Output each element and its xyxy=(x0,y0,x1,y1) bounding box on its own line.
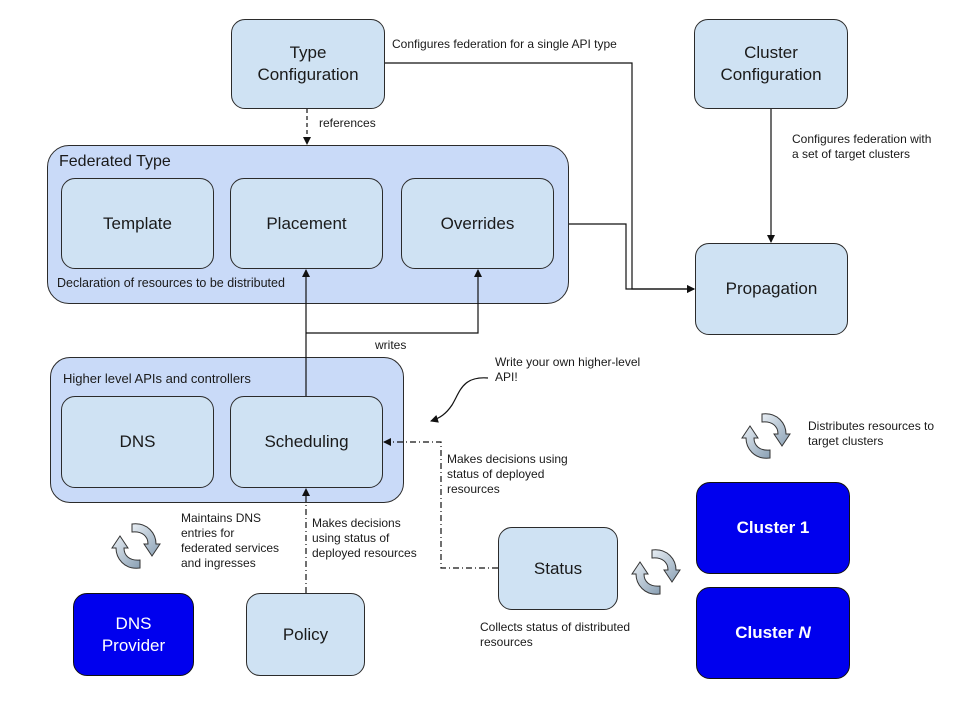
policy-node[interactable]: Policy xyxy=(246,593,365,676)
overrides-label: Overrides xyxy=(440,213,515,233)
federated-type-title: Federated Type xyxy=(59,153,171,170)
status-label: Status xyxy=(533,558,583,578)
template-node[interactable]: Template xyxy=(61,178,214,269)
template-label: Template xyxy=(103,213,172,233)
cluster-1-node[interactable]: Cluster 1 xyxy=(696,482,850,574)
scheduling-node[interactable]: Scheduling xyxy=(230,396,383,488)
dns-provider-node[interactable]: DNS Provider xyxy=(73,593,194,676)
propagation-label: Propagation xyxy=(725,279,818,298)
dns-entries-note: Maintains DNS entries for federated serv… xyxy=(181,511,280,570)
cluster-n-node[interactable]: Cluster N xyxy=(696,587,850,679)
status-decisions-note: Makes decisions using status of deployed… xyxy=(447,452,568,496)
dns-provider-label: DNS Provider xyxy=(101,613,166,655)
cluster-1-label: Cluster 1 xyxy=(736,518,810,537)
policy-decisions-note: Makes decisions using status of deployed… xyxy=(312,516,417,560)
overrides-node[interactable]: Overrides xyxy=(401,178,554,269)
placement-node[interactable]: Placement xyxy=(230,178,383,269)
type-config-note: Configures federation for a single API t… xyxy=(392,37,617,51)
federated-type-caption: Declaration of resources to be distribut… xyxy=(57,276,285,290)
writes-note: writes xyxy=(375,338,407,352)
write-your-own-note: Write your own higher-level API! xyxy=(495,355,641,384)
cluster-configuration-label: Cluster Configuration xyxy=(720,43,822,84)
policy-label: Policy xyxy=(282,624,329,644)
type-configuration-node[interactable]: Type Configuration xyxy=(231,19,385,109)
dns-label: DNS xyxy=(119,432,156,451)
cluster-n-suffix: N xyxy=(798,623,811,642)
cluster-n-label: Cluster N xyxy=(735,622,811,644)
federated-type-to-propagation-line xyxy=(569,223,695,293)
placement-label: Placement xyxy=(266,213,347,233)
sync-cycle-icon xyxy=(631,549,681,595)
references-note: references xyxy=(319,116,376,130)
collects-status-note: Collects status of distributed resources xyxy=(480,620,631,649)
status-node[interactable]: Status xyxy=(498,527,618,610)
distributes-note: Distributes resources to target clusters xyxy=(808,419,935,448)
sync-cycle-icon xyxy=(741,413,791,459)
sync-cycle-icon xyxy=(111,523,161,569)
cluster-config-note: Configures federation with a set of targ… xyxy=(792,132,932,161)
scheduling-label: Scheduling xyxy=(264,432,349,451)
cluster-n-prefix: Cluster xyxy=(735,623,799,642)
higher-level-title: Higher level APIs and controllers xyxy=(63,371,251,386)
cluster-configuration-node[interactable]: Cluster Configuration xyxy=(694,19,848,109)
dns-node[interactable]: DNS xyxy=(61,396,214,488)
propagation-node[interactable]: Propagation xyxy=(695,243,848,335)
curved-arrow-icon xyxy=(430,377,489,423)
type-configuration-label: Type Configuration xyxy=(257,43,359,84)
